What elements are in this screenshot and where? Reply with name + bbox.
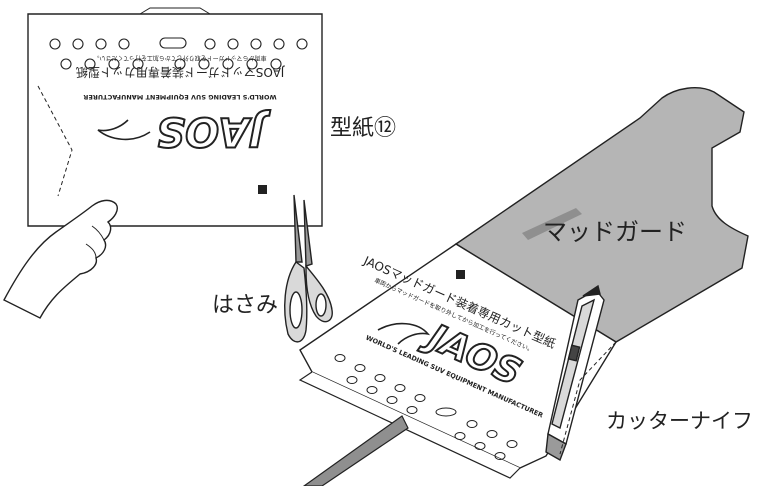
kangaroo-icon — [377, 322, 431, 345]
template-sheet-left — [27, 7, 323, 227]
kangaroo-icon — [97, 119, 151, 141]
label-template: 型紙⑫ — [330, 116, 397, 141]
template-instruction-left: 車両からマッドガードを取り外してから加工を行ってください。 — [93, 54, 266, 62]
template-tagline-left: WORLD'S LEADING SUV EQUIPMENT MANUFACTUR… — [83, 93, 276, 101]
strap-illustration — [302, 415, 409, 486]
label-scissors: はさみ — [212, 293, 279, 318]
template-heading-left: JAOSマッドガード装着専用カット型紙 — [76, 65, 285, 80]
label-mudguard: マッドガード — [543, 218, 687, 246]
cutter-knife-illustration — [545, 284, 605, 462]
mudguard-shape — [454, 87, 749, 343]
hand-illustration — [3, 199, 118, 319]
scissors-illustration — [284, 194, 333, 343]
label-cutter-knife: カッターナイフ — [606, 409, 753, 433]
hole-pattern — [334, 354, 518, 460]
template-sheet-right — [298, 243, 617, 479]
hole-pattern — [49, 37, 308, 70]
template-logo-left: JAOS — [156, 108, 270, 154]
mudguard-slot — [522, 208, 582, 240]
